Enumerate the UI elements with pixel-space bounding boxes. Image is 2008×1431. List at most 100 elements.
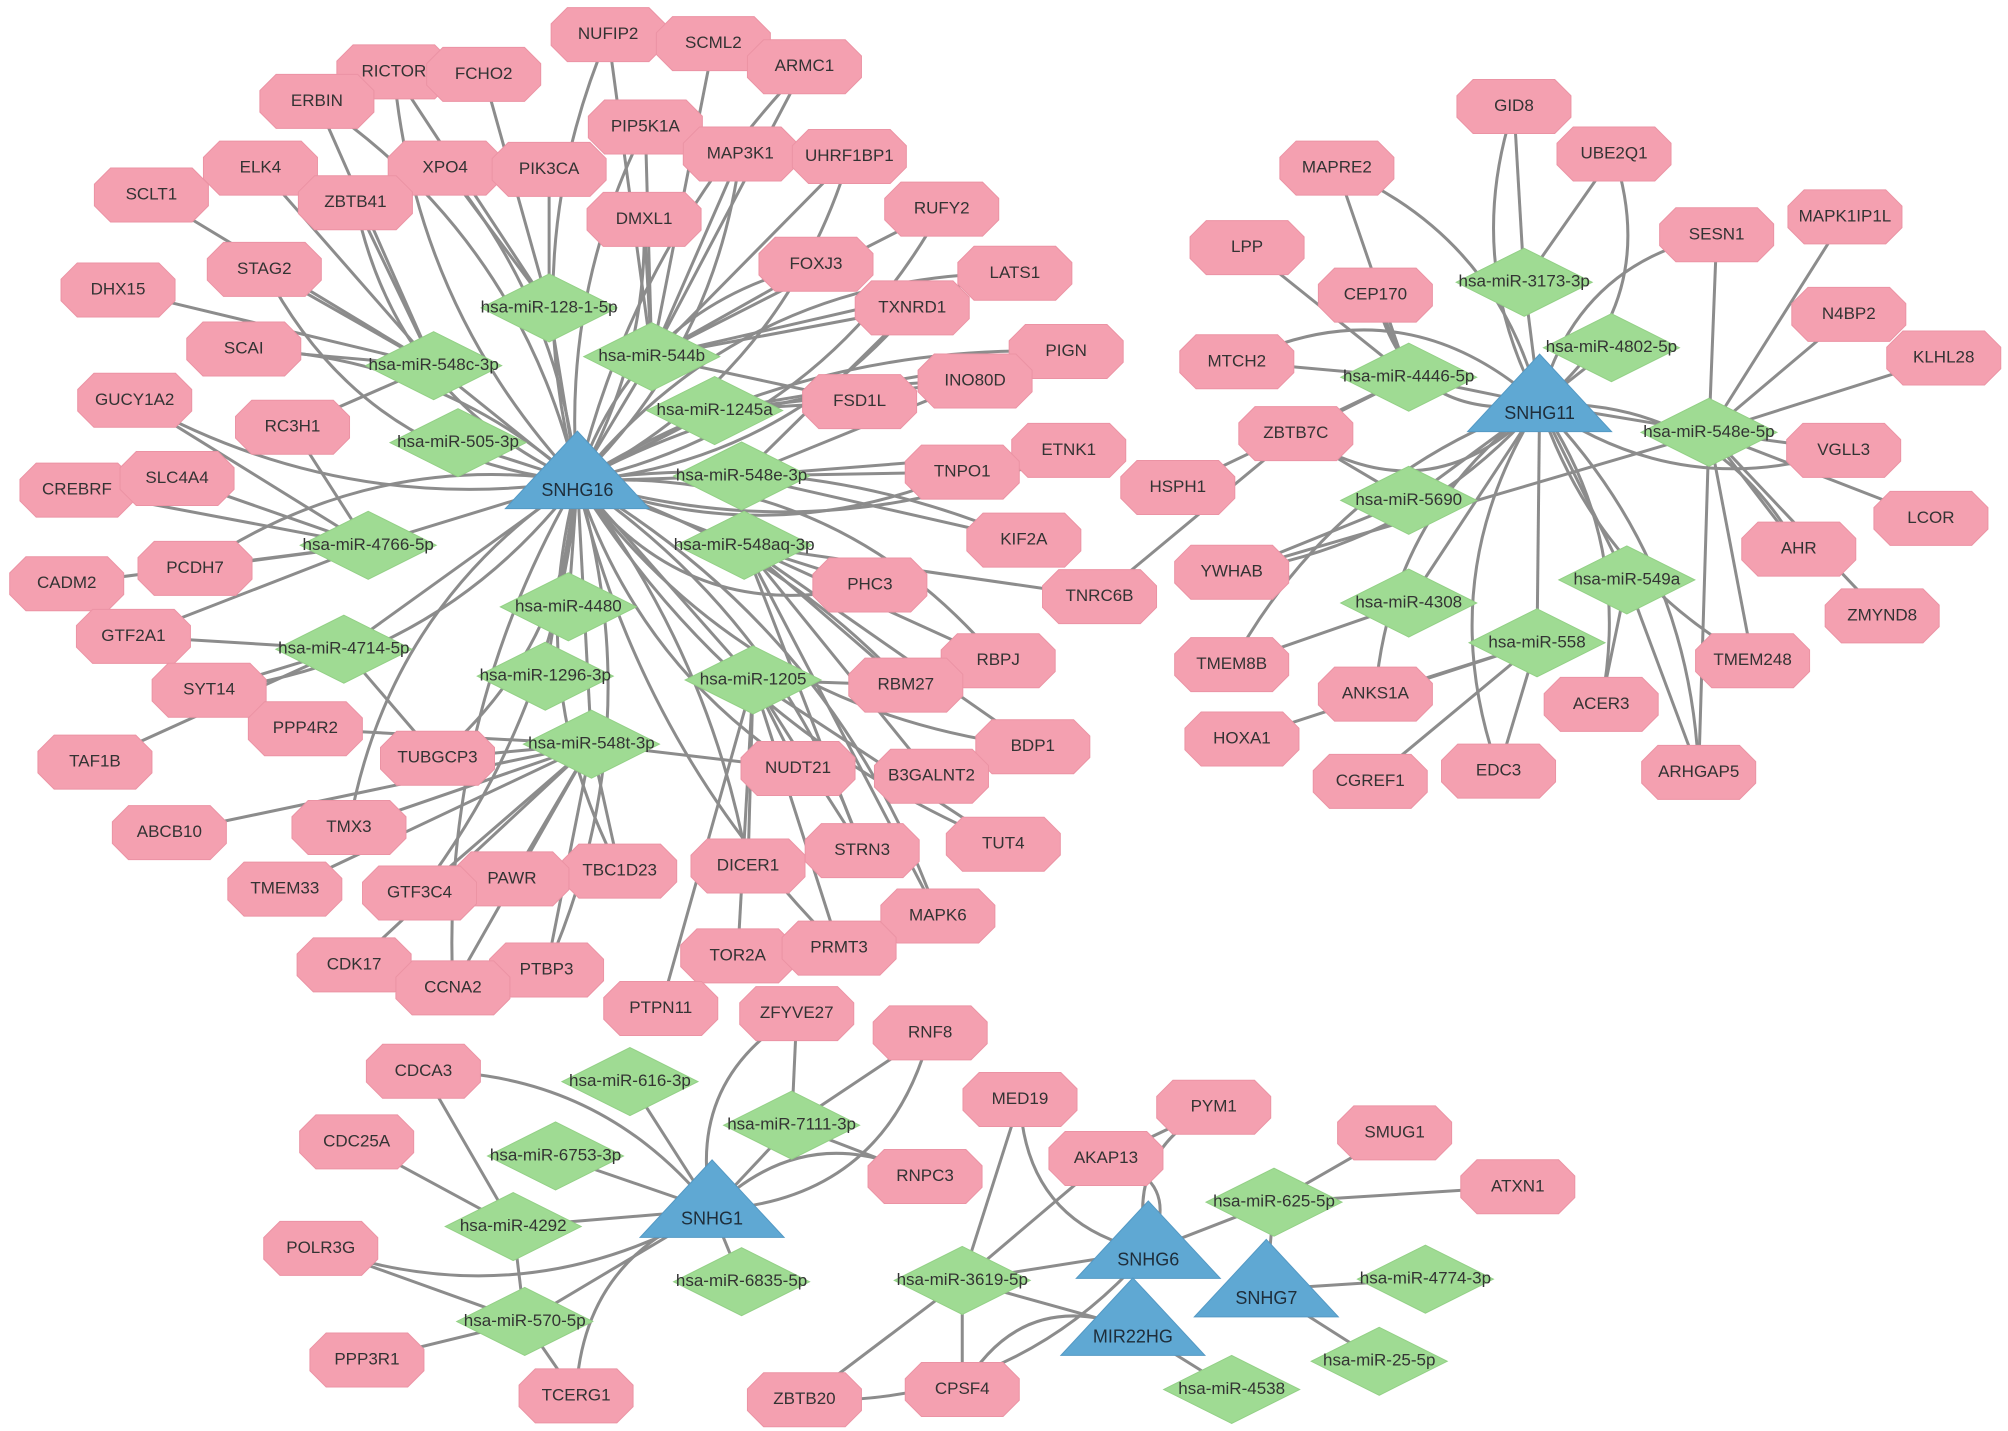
gene-node-hsph1[interactable]: HSPH1 [1120, 460, 1236, 516]
gene-node-cgref1[interactable]: CGREF1 [1312, 753, 1428, 809]
gene-node-nufip2[interactable]: NUFIP2 [550, 7, 666, 63]
gene-node-b3galnt2[interactable]: B3GALNT2 [873, 748, 989, 804]
gene-node-gtf3c4[interactable]: GTF3C4 [362, 865, 478, 921]
gene-node-vgll3[interactable]: VGLL3 [1786, 422, 1902, 478]
gene-node-mapk1ip1l[interactable]: MAPK1IP1L [1787, 189, 1903, 245]
mirna-node-hsa-mir-3619-5p[interactable]: hsa-miR-3619-5p [893, 1245, 1032, 1315]
gene-node-med19[interactable]: MED19 [962, 1072, 1078, 1128]
gene-node-zbtb20[interactable]: ZBTB20 [746, 1372, 862, 1428]
gene-node-mapre2[interactable]: MAPRE2 [1279, 140, 1395, 196]
gene-node-tut4[interactable]: TUT4 [945, 816, 1061, 872]
mirna-node-hsa-mir-5690[interactable]: hsa-miR-5690 [1339, 465, 1478, 535]
gene-node-rbm27[interactable]: RBM27 [848, 657, 964, 713]
gene-node-armc1[interactable]: ARMC1 [746, 39, 862, 95]
gene-node-scai[interactable]: SCAI [186, 321, 302, 377]
gene-node-pik3ca[interactable]: PIK3CA [491, 141, 607, 197]
mirna-node-hsa-mir-4308[interactable]: hsa-miR-4308 [1339, 568, 1478, 638]
mirna-node-hsa-mir-548e-3p[interactable]: hsa-miR-548e-3p [672, 441, 811, 511]
gene-node-xpo4[interactable]: XPO4 [387, 140, 503, 196]
gene-node-tcerg1[interactable]: TCERG1 [518, 1368, 634, 1424]
gene-node-arhgap5[interactable]: ARHGAP5 [1641, 744, 1757, 800]
gene-node-kif2a[interactable]: KIF2A [966, 512, 1082, 568]
gene-node-erbin[interactable]: ERBIN [259, 73, 375, 129]
gene-node-ahr[interactable]: AHR [1741, 521, 1857, 577]
gene-node-lcor[interactable]: LCOR [1873, 490, 1989, 546]
mirna-node-hsa-mir-4714-5p[interactable]: hsa-miR-4714-5p [274, 614, 413, 684]
mirna-node-hsa-mir-1245a[interactable]: hsa-miR-1245a [645, 376, 784, 446]
gene-node-ccna2[interactable]: CCNA2 [395, 960, 511, 1016]
mirna-node-hsa-mir-4774-3p[interactable]: hsa-miR-4774-3p [1356, 1244, 1495, 1314]
gene-node-cadm2[interactable]: CADM2 [9, 556, 125, 612]
gene-node-phc3[interactable]: PHC3 [812, 557, 928, 613]
gene-node-smug1[interactable]: SMUG1 [1337, 1105, 1453, 1161]
gene-node-sclt1[interactable]: SCLT1 [93, 167, 209, 223]
gene-node-tmx3[interactable]: TMX3 [291, 800, 407, 856]
gene-node-rc3h1[interactable]: RC3H1 [235, 399, 351, 455]
lncrna-node-snhg1[interactable]: SNHG1 [638, 1159, 786, 1238]
mirna-node-hsa-mir-6835-5p[interactable]: hsa-miR-6835-5p [672, 1247, 811, 1317]
gene-node-cpsf4[interactable]: CPSF4 [904, 1361, 1020, 1417]
gene-node-tnrc6b[interactable]: TNRC6B [1042, 569, 1158, 625]
mirna-node-hsa-mir-4538[interactable]: hsa-miR-4538 [1162, 1354, 1301, 1425]
gene-node-n4bp2[interactable]: N4BP2 [1791, 286, 1907, 342]
gene-node-crebrf[interactable]: CREBRF [19, 462, 135, 518]
gene-node-gtf2a1[interactable]: GTF2A1 [75, 608, 191, 664]
gene-node-ino80d[interactable]: INO80D [917, 353, 1033, 409]
gene-node-etnk1[interactable]: ETNK1 [1011, 422, 1127, 478]
gene-node-tmem248[interactable]: TMEM248 [1695, 633, 1811, 689]
gene-node-ppp4r2[interactable]: PPP4R2 [247, 701, 363, 757]
gene-node-elk4[interactable]: ELK4 [202, 140, 318, 196]
gene-node-scml2[interactable]: SCML2 [655, 16, 771, 72]
gene-node-map3k1[interactable]: MAP3K1 [682, 126, 798, 182]
gene-node-lats1[interactable]: LATS1 [957, 245, 1073, 301]
mirna-node-hsa-mir-616-3p[interactable]: hsa-miR-616-3p [560, 1047, 700, 1117]
gene-node-mapk6[interactable]: MAPK6 [880, 888, 996, 944]
gene-node-zfyve27[interactable]: ZFYVE27 [739, 986, 855, 1042]
gene-node-pip5k1a[interactable]: PIP5K1A [587, 99, 703, 155]
gene-node-slc4a4[interactable]: SLC4A4 [119, 451, 235, 507]
mirna-node-hsa-mir-570-5p[interactable]: hsa-miR-570-5p [455, 1286, 594, 1357]
gene-node-pcdh7[interactable]: PCDH7 [137, 540, 253, 596]
gene-node-zbtb41[interactable]: ZBTB41 [297, 175, 413, 231]
mirna-node-hsa-mir-4480[interactable]: hsa-miR-4480 [499, 572, 638, 642]
mirna-node-hsa-mir-548c-3p[interactable]: hsa-miR-548c-3p [364, 331, 503, 401]
gene-node-ptbp3[interactable]: PTBP3 [489, 942, 605, 998]
mirna-node-hsa-mir-6753-3p[interactable]: hsa-miR-6753-3p [486, 1121, 625, 1191]
gene-node-fcho2[interactable]: FCHO2 [426, 46, 542, 102]
gene-node-akap13[interactable]: AKAP13 [1048, 1131, 1164, 1187]
gene-node-gucy1a2[interactable]: GUCY1A2 [77, 372, 193, 428]
gene-node-cdk17[interactable]: CDK17 [296, 937, 412, 993]
lncrna-node-snhg6[interactable]: SNHG6 [1075, 1200, 1222, 1279]
lncrna-node-snhg11[interactable]: SNHG11 [1466, 353, 1613, 433]
mirna-node-hsa-mir-25-5p[interactable]: hsa-miR-25-5p [1310, 1326, 1449, 1396]
gene-node-mtch2[interactable]: MTCH2 [1179, 334, 1295, 390]
gene-node-edc3[interactable]: EDC3 [1441, 743, 1557, 799]
lncrna-node-snhg16[interactable]: SNHG16 [504, 430, 651, 510]
gene-node-acer3[interactable]: ACER3 [1543, 676, 1659, 732]
gene-node-cdca3[interactable]: CDCA3 [365, 1043, 481, 1099]
gene-node-dicer1[interactable]: DICER1 [690, 838, 806, 894]
gene-node-lpp[interactable]: LPP [1189, 220, 1305, 276]
gene-node-strn3[interactable]: STRN3 [804, 823, 920, 879]
mirna-node-hsa-mir-558[interactable]: hsa-miR-558 [1467, 608, 1607, 678]
gene-node-tbc1d23[interactable]: TBC1D23 [562, 843, 678, 899]
gene-node-pym1[interactable]: PYM1 [1156, 1079, 1272, 1135]
gene-node-tmem8b[interactable]: TMEM8B [1174, 637, 1290, 693]
mirna-node-hsa-mir-4446-5p[interactable]: hsa-miR-4446-5p [1339, 342, 1478, 412]
gene-node-rnpc3[interactable]: RNPC3 [867, 1149, 983, 1205]
gene-node-dmxl1[interactable]: DMXL1 [586, 191, 702, 247]
mirna-node-hsa-mir-549a[interactable]: hsa-miR-549a [1557, 545, 1696, 615]
gene-node-uhrf1bp1[interactable]: UHRF1BP1 [791, 129, 907, 185]
gene-node-ywhab[interactable]: YWHAB [1174, 544, 1290, 600]
gene-node-ube2q1[interactable]: UBE2Q1 [1556, 126, 1672, 182]
gene-node-nudt21[interactable]: NUDT21 [740, 741, 856, 797]
mirna-node-hsa-mir-1205[interactable]: hsa-miR-1205 [684, 645, 823, 715]
gene-node-pign[interactable]: PIGN [1008, 324, 1124, 380]
gene-node-syt14[interactable]: SYT14 [151, 662, 267, 718]
gene-node-hoxa1[interactable]: HOXA1 [1184, 711, 1300, 767]
gene-node-klhl28[interactable]: KLHL28 [1886, 330, 2002, 386]
gene-node-rnf8[interactable]: RNF8 [872, 1005, 988, 1061]
mirna-node-hsa-mir-505-3p[interactable]: hsa-miR-505-3p [388, 408, 528, 478]
mirna-node-hsa-mir-548aq-3p[interactable]: hsa-miR-548aq-3p [674, 510, 815, 580]
gene-node-ppp3r1[interactable]: PPP3R1 [309, 1332, 425, 1388]
